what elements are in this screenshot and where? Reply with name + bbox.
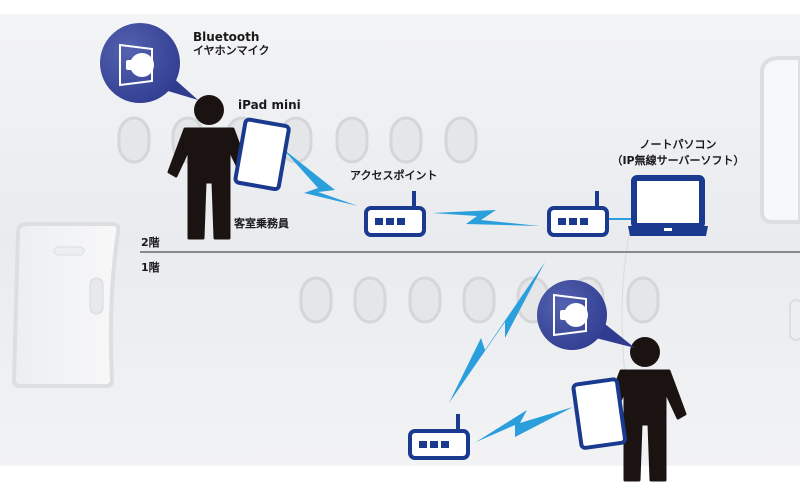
wireless-link-ap-to-lower-ap [449, 262, 545, 403]
bluetooth-headset-bubble-upper [100, 23, 198, 103]
laptop-label: ノートパソコン （IP無線サーバーソフト） [608, 138, 748, 168]
wireless-link-ap-to-ap [432, 210, 540, 226]
wireless-link-ipad-to-ap [282, 148, 358, 206]
ipad-lower-icon [571, 376, 628, 451]
floor-label-upper: 2階 [141, 236, 160, 249]
floor-label-lower: 1階 [141, 261, 160, 274]
bluetooth-headset-bubble-lower [537, 280, 635, 350]
left-door [11, 222, 121, 388]
bluetooth-label-line2: イヤホンマイク [193, 44, 270, 57]
ipad-mini-label: iPad mini [238, 98, 301, 112]
laptop-icon [628, 175, 708, 236]
right-door [760, 56, 800, 341]
wireless-link-lower-ap-to-ipad [476, 407, 573, 442]
ipad-upper-icon [232, 117, 292, 192]
bluetooth-headset-label: Bluetooth イヤホンマイク [193, 30, 269, 58]
bluetooth-label-line1: Bluetooth [193, 30, 260, 44]
access-point-label: アクセスポイント [350, 169, 438, 182]
cabin-crew-label: 客室乗務員 [234, 217, 289, 230]
laptop-label-line2: （IP無線サーバーソフト） [611, 154, 745, 167]
laptop-label-line1: ノートパソコン [639, 138, 717, 151]
